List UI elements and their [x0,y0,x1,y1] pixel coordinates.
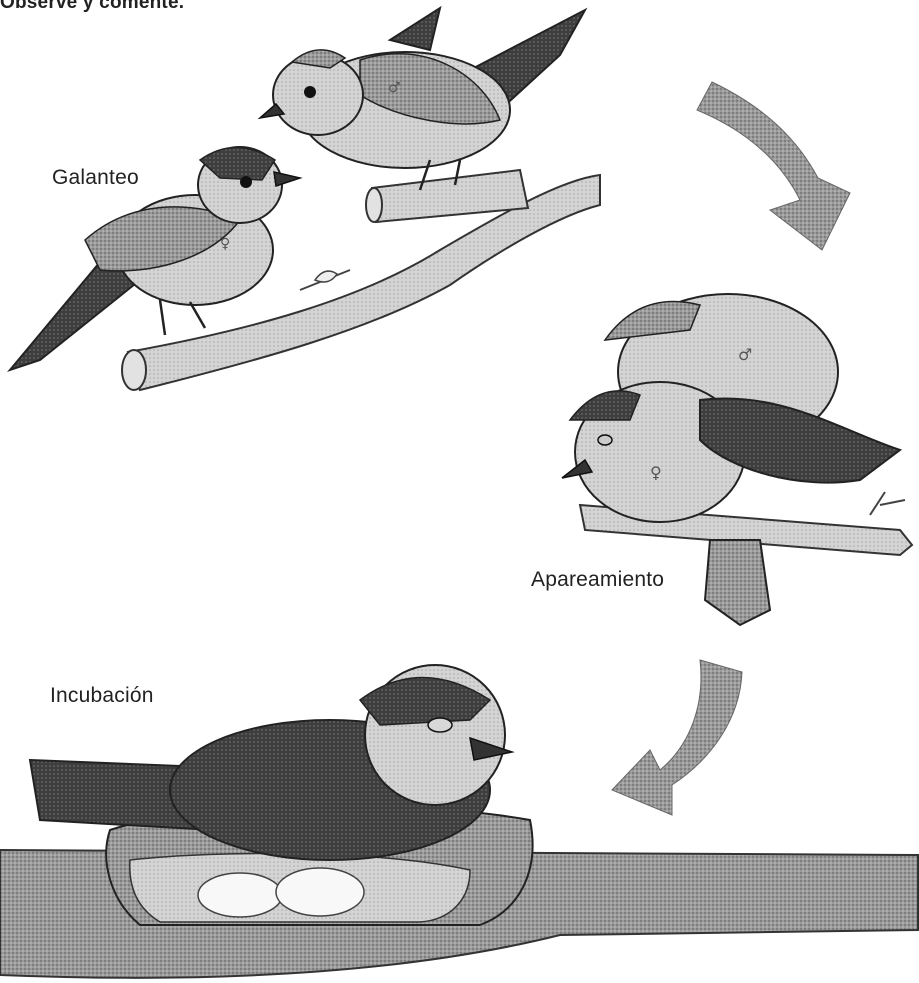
stage-label-apareamiento: Apareamiento [531,568,664,592]
egg-2 [276,868,364,916]
mating-male-symbol: ♂ [738,345,752,364]
male-bird-courtship: ♂ [260,8,585,190]
egg-1 [198,873,282,917]
male-symbol: ♂ [388,80,401,96]
female-symbol: ♀ [220,236,230,252]
incubation-scene [0,665,918,978]
upper-perch-end [366,188,382,222]
stage-label-incubacion: Incubación [50,684,154,708]
courtship-scene: ♂ ♀ [10,8,600,390]
stage-label-galanteo: Galanteo [52,166,139,190]
arrow-to-incubation [612,660,742,815]
mating-tail [705,540,770,625]
arrow-to-mating [697,82,850,250]
leaf [315,271,337,282]
mating-female-symbol: ♀ [650,463,662,482]
branch-cut-end [122,350,146,390]
